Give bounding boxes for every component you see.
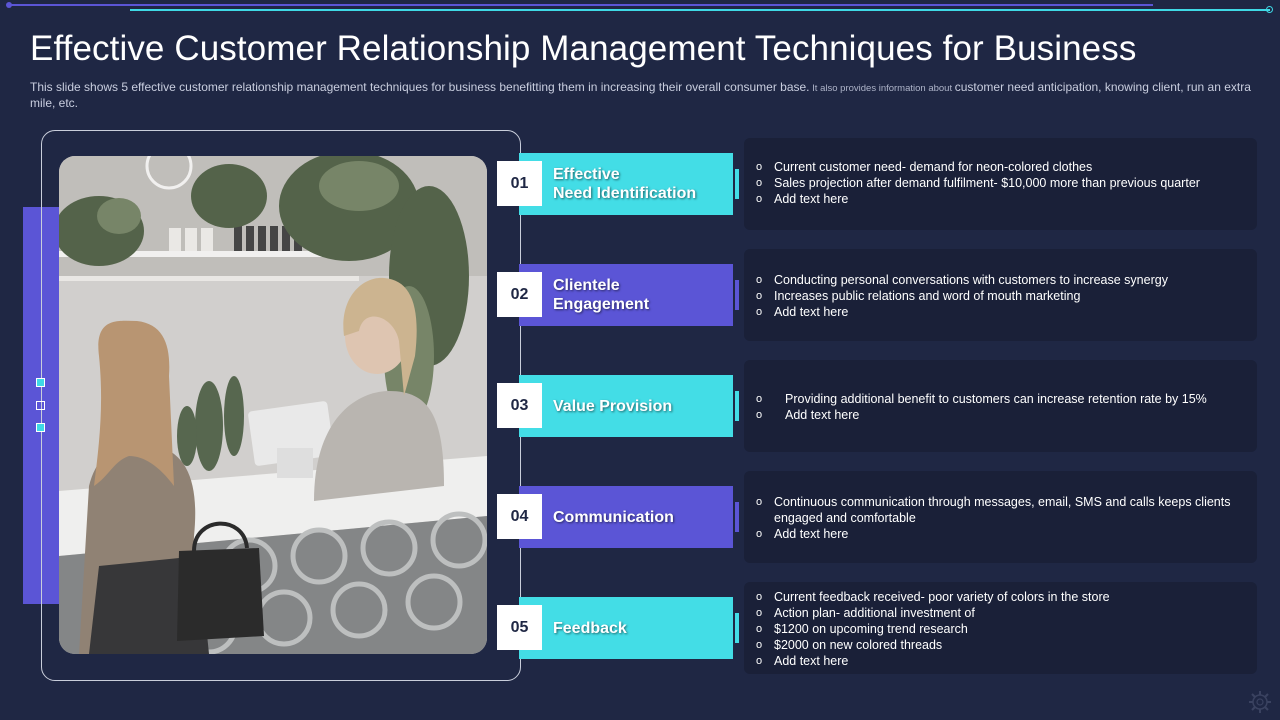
slider-marker-bottom	[36, 423, 45, 432]
technique-tab-4: Communication	[519, 486, 733, 548]
bullet-item: Current feedback received- poor variety …	[756, 589, 1247, 605]
technique-accent	[735, 502, 739, 532]
bullet-item: Sales projection after demand fulfilment…	[756, 175, 1247, 191]
technique-description-panel: Current customer need- demand for neon-c…	[744, 138, 1257, 230]
top-divider-dot	[6, 2, 12, 8]
subtitle-small: It also provides information about	[809, 83, 955, 94]
subtitle-end: customer need anticipation, knowing clie…	[30, 80, 1251, 110]
top-divider-ring	[1266, 6, 1273, 13]
gear-icon	[1249, 691, 1271, 713]
page-subtitle: This slide shows 5 effective customer re…	[30, 80, 1255, 111]
photo-customer-service-counter	[59, 156, 487, 654]
bullet-item: Current customer need- demand for neon-c…	[756, 159, 1247, 175]
technique-accent	[735, 280, 739, 310]
slider-marker-top	[36, 378, 45, 387]
bullet-item: Conducting personal conversations with c…	[756, 272, 1247, 288]
bullet-item: Add text here	[756, 526, 1247, 542]
technique-description-panel: Continuous communication through message…	[744, 471, 1257, 563]
page-title: Effective Customer Relationship Manageme…	[30, 29, 1137, 68]
technique-number-box: 03	[497, 383, 542, 428]
bullet-item: Add text here	[756, 304, 1247, 320]
technique-accent	[735, 391, 739, 421]
technique-accent	[735, 169, 739, 199]
bullet-item: Providing additional benefit to customer…	[756, 391, 1247, 407]
top-divider-cyan	[130, 9, 1270, 11]
bullet-item: Add text here	[756, 191, 1247, 207]
bullet-item: Action plan- additional investment of	[756, 605, 1247, 621]
slider-marker-middle	[36, 401, 45, 410]
bullet-item: Add text here	[756, 407, 1247, 423]
technique-label: Feedback	[553, 619, 627, 637]
technique-number-box: 05	[497, 605, 542, 650]
subtitle-main: This slide shows 5 effective customer re…	[30, 80, 810, 94]
technique-number-box: 01	[497, 161, 542, 206]
technique-number-box: 04	[497, 494, 542, 539]
bullet-item: $1200 on upcoming trend research	[756, 621, 1247, 637]
bullet-item: $2000 on new colored threads	[756, 637, 1247, 653]
technique-label: Value Provision	[553, 397, 673, 415]
technique-number-box: 02	[497, 272, 542, 317]
technique-description-panel: Conducting personal conversations with c…	[744, 249, 1257, 341]
technique-description-panel: Current feedback received- poor variety …	[744, 582, 1257, 674]
technique-tab-3: Value Provision	[519, 375, 733, 437]
top-divider-purple	[8, 4, 1153, 6]
bullet-item: Add text here	[756, 653, 1247, 669]
technique-label: Communication	[553, 508, 674, 526]
technique-accent	[735, 613, 739, 643]
bullet-item: Continuous communication through message…	[756, 494, 1247, 526]
technique-description-panel: Providing additional benefit to customer…	[744, 360, 1257, 452]
bullet-item: Increases public relations and word of m…	[756, 288, 1247, 304]
technique-tab-5: Feedback	[519, 597, 733, 659]
